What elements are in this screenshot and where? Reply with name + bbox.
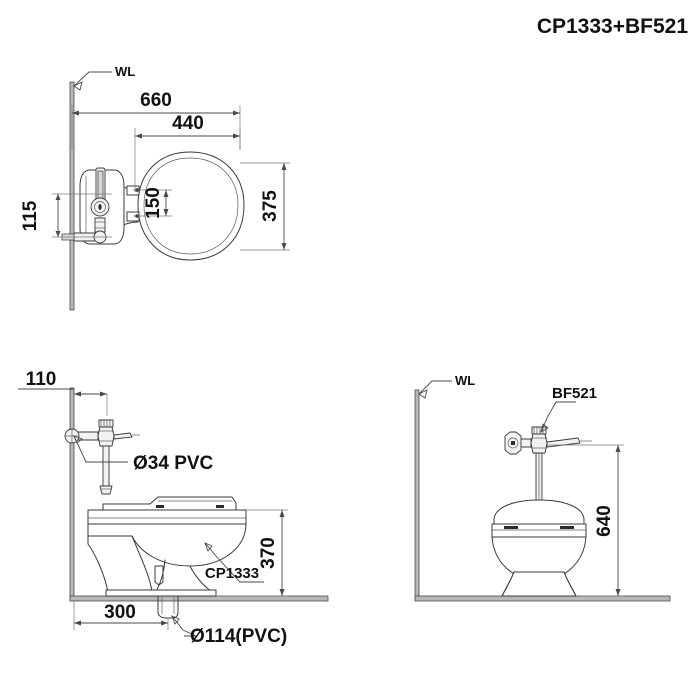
- front-elevation-view: WL: [414, 373, 671, 602]
- wall-line-plan: [69, 81, 75, 311]
- dimension-110: 110: [18, 369, 108, 416]
- dimension-150-text: 150: [143, 187, 164, 219]
- plan-view: WL: [20, 64, 290, 311]
- callout-d34-pvc-text: Ø34 PVC: [133, 453, 214, 474]
- dimension-660-text: 660: [140, 90, 172, 111]
- side-elevation-view: 110: [18, 369, 329, 647]
- callout-d114-pvc-text: Ø114(PVC): [190, 626, 287, 647]
- leader-d114-pvc: [171, 615, 197, 637]
- dimension-150: 150: [133, 187, 172, 219]
- wall-line-side: [69, 387, 75, 601]
- flush-valve-side: [64, 419, 140, 495]
- dimension-640-text: 640: [594, 505, 615, 537]
- dimension-115-text: 115: [20, 200, 41, 231]
- wl-leader-plan: [73, 71, 112, 91]
- page-title: CP1333+BF521: [537, 15, 689, 38]
- callout-cp1333-text: CP1333: [205, 565, 259, 582]
- wl-label-plan: WL: [115, 64, 135, 79]
- dimension-300: 300: [73, 601, 169, 630]
- dimension-660: 660: [71, 90, 241, 150]
- dimension-375-text: 375: [260, 190, 281, 222]
- dimension-370-text: 370: [258, 537, 279, 569]
- wall-line-front: [414, 389, 420, 601]
- wl-label-front: WL: [455, 373, 475, 388]
- dimension-640: 640: [547, 444, 624, 597]
- floor-line-front: [414, 595, 671, 602]
- dimension-440-text: 440: [172, 113, 204, 134]
- dimension-375: 375: [240, 162, 290, 251]
- leader-d34-pvc: [73, 435, 128, 463]
- toilet-side-geometry: [87, 496, 247, 619]
- dimension-300-text: 300: [104, 602, 136, 623]
- seat-hinge-bolt-bottom: [126, 211, 140, 222]
- dimension-440: 440: [134, 113, 241, 192]
- leader-bf521: [540, 401, 576, 433]
- callout-bf521-text: BF521: [552, 385, 597, 402]
- wl-leader-front: [418, 380, 452, 399]
- toilet-front-geometry: [491, 499, 587, 597]
- floor-line-side: [69, 595, 329, 602]
- dimension-110-text: 110: [26, 369, 57, 390]
- dimension-370: 370: [216, 509, 288, 597]
- seat-hinge-bolt-top: [126, 185, 140, 196]
- flush-valve-front: [504, 426, 592, 504]
- leader-cp1333: [204, 542, 264, 583]
- dimension-115: 115: [20, 193, 112, 238]
